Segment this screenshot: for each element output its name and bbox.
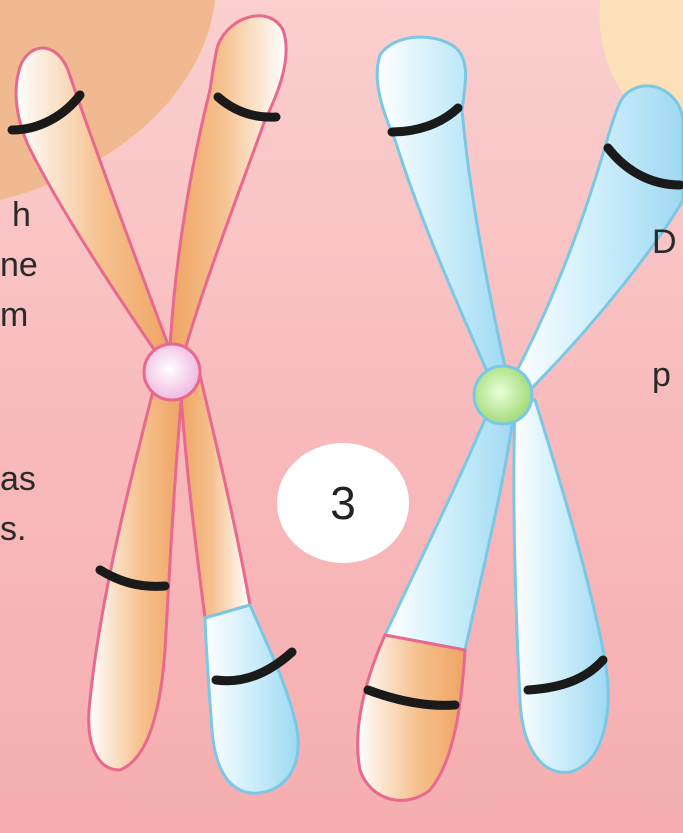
right-text-fragment: p — [652, 358, 671, 392]
left-text-fragment: m — [0, 298, 28, 332]
centromere-green-icon — [474, 366, 532, 424]
left-text-fragment: h — [12, 198, 31, 232]
left-text-fragment: as — [0, 462, 36, 496]
step-number: 3 — [330, 476, 356, 530]
right-text-fragment: D — [652, 225, 677, 259]
chromosome-orange-pink-icon — [12, 16, 298, 793]
step-number-badge: 3 — [277, 443, 409, 563]
centromere-pink-icon — [144, 344, 200, 400]
left-text-fragment: ne — [0, 248, 38, 282]
left-text-fragment: s. — [0, 512, 26, 546]
